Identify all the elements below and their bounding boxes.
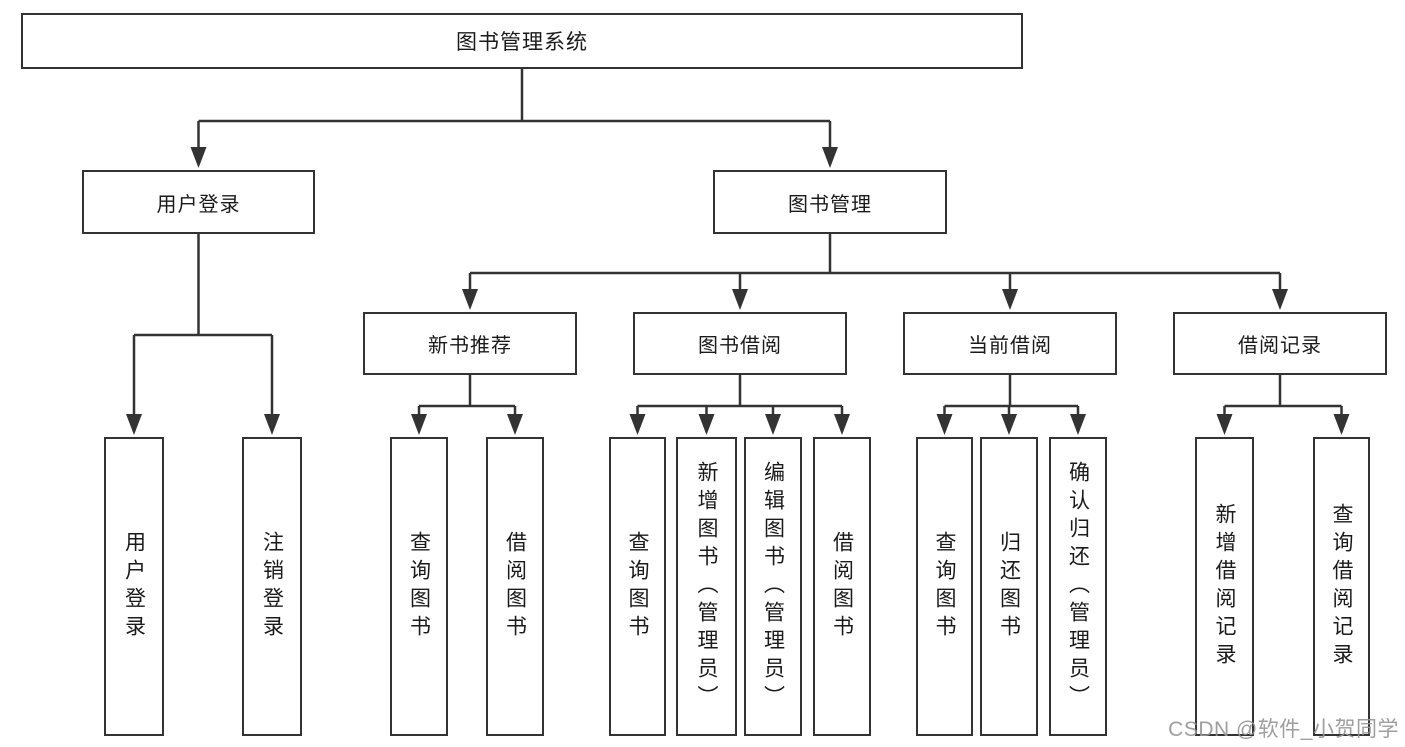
leaf-return-book: 归还图书 (980, 437, 1038, 736)
node-label: 借阅记录 (1238, 335, 1322, 357)
leaf-query-books-recommend: 查询图书 (390, 437, 448, 736)
node-label: 当前借阅 (968, 335, 1052, 357)
node-borrowing-records: 借阅记录 (1173, 312, 1387, 375)
leaf-borrow-books-recommend: 借阅图书 (486, 437, 544, 736)
node-label: 用户登录 (156, 193, 241, 216)
leaf-logout: 注销登录 (242, 437, 302, 736)
leaf-user-login: 用户登录 (104, 437, 164, 736)
leaf-label: 新增借阅记录 (1213, 502, 1236, 671)
node-current-borrowing: 当前借阅 (903, 312, 1117, 375)
leaf-label: 用户登录 (122, 530, 146, 643)
leaf-label: 确认归还（管理员） (1066, 460, 1090, 713)
node-library-management-system: 图书管理系统 (21, 13, 1023, 69)
node-user-login: 用户登录 (82, 170, 315, 234)
leaf-label: 查询图书 (933, 530, 956, 643)
leaf-label: 借阅图书 (503, 530, 527, 643)
leaf-confirm-return-admin: 确认归还（管理员） (1049, 437, 1107, 736)
leaf-query-borrow-record: 查询借阅记录 (1313, 437, 1370, 736)
leaf-label: 归还图书 (997, 530, 1021, 643)
leaf-label: 编辑图书（管理员） (761, 460, 785, 713)
leaf-add-borrow-record: 新增借阅记录 (1195, 437, 1254, 736)
node-book-management: 图书管理 (713, 170, 947, 234)
leaf-label: 查询图书 (407, 530, 431, 643)
node-label: 图书管理系统 (456, 31, 588, 54)
csdn-watermark: CSDN @软件_小贺同学 (1168, 718, 1399, 741)
leaf-edit-book-admin: 编辑图书（管理员） (744, 437, 802, 736)
leaf-label: 新增图书（管理员） (695, 460, 718, 713)
leaf-query-books-borrow: 查询图书 (609, 437, 666, 736)
leaf-query-books-current: 查询图书 (916, 437, 973, 736)
node-new-book-recommendation: 新书推荐 (363, 312, 577, 375)
leaf-add-book-admin: 新增图书（管理员） (676, 437, 737, 736)
node-label: 图书管理 (788, 193, 872, 216)
node-book-borrowing: 图书借阅 (633, 312, 847, 375)
node-label: 图书借阅 (698, 335, 782, 357)
node-label: 新书推荐 (428, 335, 512, 357)
leaf-label: 借阅图书 (830, 530, 854, 643)
leaf-borrow-books: 借阅图书 (813, 437, 871, 736)
leaf-label: 查询图书 (626, 530, 649, 643)
leaf-label: 注销登录 (260, 530, 284, 643)
leaf-label: 查询借阅记录 (1330, 502, 1353, 671)
